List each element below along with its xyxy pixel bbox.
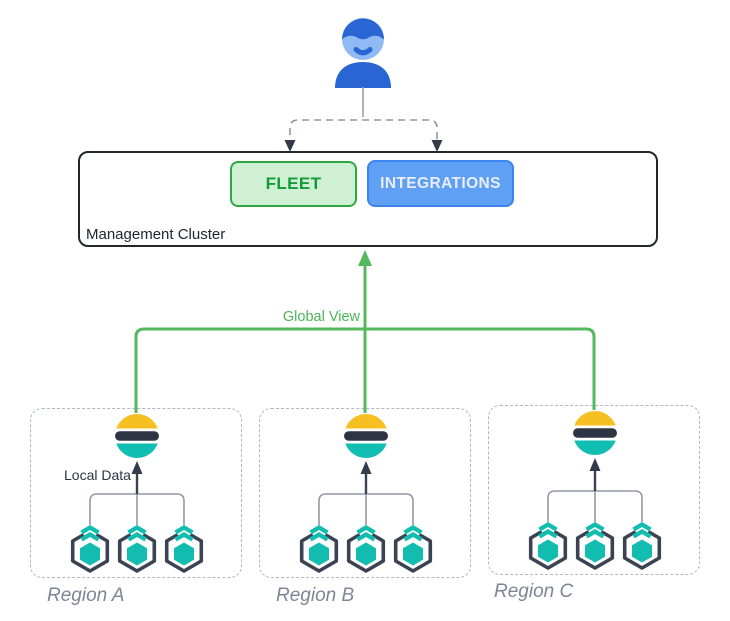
elastic-agent-icon — [625, 525, 660, 569]
management-cluster-box: FLEET INTEGRATIONS Management Cluster — [78, 151, 658, 247]
elastic-agent-icon — [167, 528, 202, 572]
integrations-button[interactable]: INTEGRATIONS — [367, 160, 514, 207]
elastic-agent-icon — [73, 528, 108, 572]
region-c-label: Region C — [494, 581, 574, 602]
management-cluster-label: Management Cluster — [86, 226, 226, 243]
local-data-links — [546, 456, 644, 524]
local-data-label: Local Data — [64, 467, 131, 483]
global-view-line — [134, 327, 596, 413]
user-to-cluster-dashed-line — [289, 119, 438, 147]
fleet-button[interactable]: FLEET — [230, 161, 357, 207]
global-view-arrowhead — [358, 250, 372, 266]
region-a-label: Region A — [47, 585, 125, 606]
user-avatar-icon — [335, 18, 391, 88]
global-view-label: Global View — [282, 309, 360, 325]
elastic-agent-icon — [531, 525, 566, 569]
region-c-content — [489, 410, 701, 576]
elastic-agent-icon — [302, 528, 337, 572]
elastic-agent-icon — [396, 528, 431, 572]
region-c-box — [488, 405, 700, 575]
elastic-agent-icon — [578, 525, 613, 569]
region-b-content — [260, 413, 472, 579]
elasticsearch-cluster-icon — [573, 410, 617, 456]
region-b-box — [259, 408, 471, 578]
elastic-agent-icon — [120, 528, 155, 572]
region-a-box: Local Data — [30, 408, 242, 578]
elasticsearch-cluster-icon — [115, 413, 159, 459]
elastic-agent-icon — [349, 528, 384, 572]
local-data-links — [317, 459, 415, 527]
region-a-content — [31, 413, 243, 579]
region-b-label: Region B — [276, 585, 355, 606]
elasticsearch-cluster-icon — [344, 413, 388, 459]
